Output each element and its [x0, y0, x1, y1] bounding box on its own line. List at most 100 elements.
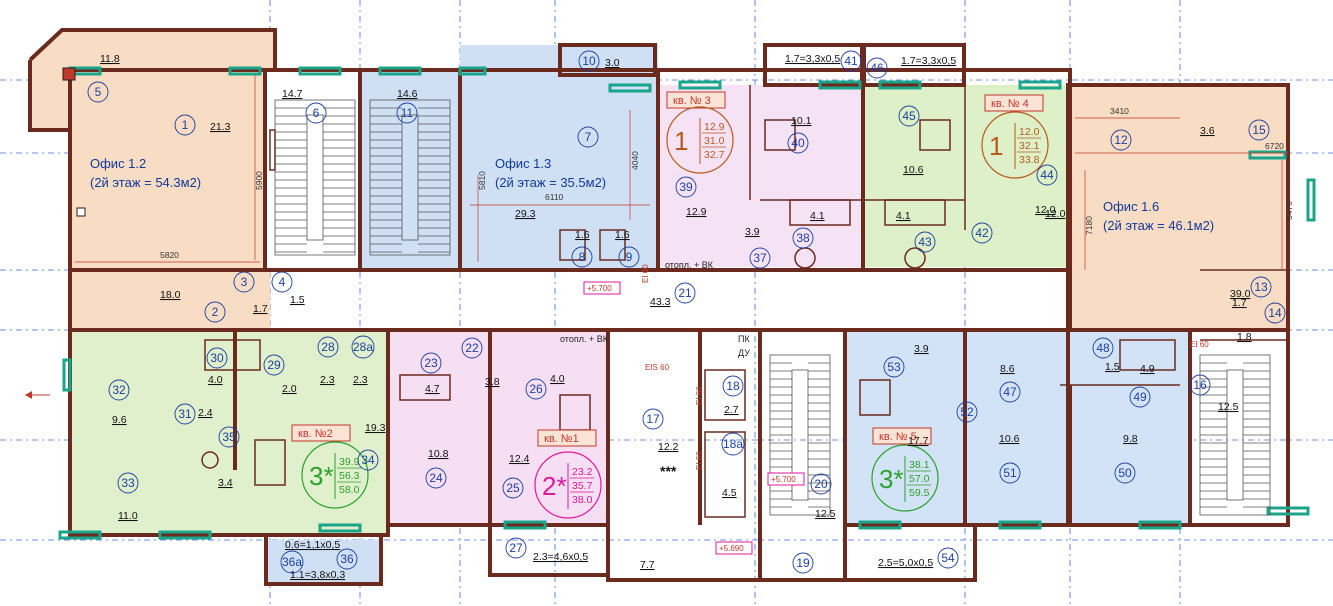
room-area: 2.3=4,6x0,5 [533, 551, 588, 563]
room-number-circle [722, 375, 744, 397]
apartment-badge [666, 106, 734, 174]
room-number-circle [108, 379, 130, 401]
office-labels: Офис 1.2 (2й этаж = 54.3м2) Офис 1.3 (2й… [90, 156, 1214, 233]
room-area: 18.0 [160, 289, 181, 301]
room-area: 3.9 [914, 343, 929, 355]
room-area: 39.0 [1230, 288, 1251, 300]
room-area: 12.9 [686, 206, 707, 218]
room-area: 2.5=5,0x0,5 [878, 557, 933, 569]
room-number-circle [1250, 276, 1272, 298]
room-number: 21 [678, 286, 692, 300]
room-number-circle [866, 57, 888, 79]
room-area: 4.7 [425, 383, 440, 395]
room-number-circle [461, 337, 483, 359]
fire-ref-5: EI 60 [1190, 340, 1209, 349]
office-1-3-title: Офис 1.3 [495, 156, 551, 171]
room-area: 11.8 [100, 53, 120, 65]
room-number: 6 [313, 106, 320, 120]
room-area: 29.3 [515, 208, 536, 220]
room-9: 91.6 [615, 229, 640, 268]
room-35: 353.4 [218, 426, 240, 489]
room-30: 304.0 [206, 347, 228, 386]
room-number-circle [787, 132, 809, 154]
room-area: 1.8 [1237, 331, 1252, 343]
apartment-area-3: 59.5 [909, 487, 930, 499]
room-number: 20 [814, 477, 828, 491]
stars-mark: *** [660, 463, 677, 479]
room-number: 48 [1096, 341, 1110, 355]
walls [28, 28, 1290, 586]
room-number-circle [674, 282, 696, 304]
room-37: 373.9 [745, 226, 771, 269]
room-number-circle [117, 472, 139, 494]
room-area: 3.6 [1200, 125, 1215, 137]
stair-flight-1 [274, 99, 356, 256]
room-number: 49 [1133, 390, 1147, 404]
room-54: 542.5=5,0x0,5 [878, 547, 959, 569]
apartment-rooms: 1 [674, 126, 688, 156]
room-number-circle [87, 81, 109, 103]
room-number: 7 [585, 130, 592, 144]
room-number-circle [233, 271, 255, 293]
dim-5900: 5900 [254, 171, 264, 190]
room-area: 1.1=3,8x0,3 [290, 569, 345, 581]
room-3: 31.7 [233, 271, 268, 315]
room-2: 218.0 [160, 289, 226, 323]
room-number-circle [971, 222, 993, 244]
room-area: 12.2 [658, 441, 679, 453]
room-number: 18a [723, 437, 743, 451]
apartment-area-1: 12.9 [704, 121, 725, 133]
room-area: 4.0 [550, 373, 565, 385]
room-number-circle [618, 246, 640, 268]
apartment-label-box [872, 427, 932, 445]
room-53: 533.9 [883, 343, 929, 378]
office-1-3-subtitle: (2й этаж = 35.5м2) [495, 175, 606, 190]
level-mark-3: +5.690 [719, 544, 744, 553]
dim-3410: 3410 [1110, 106, 1129, 116]
room-number-circle [675, 176, 697, 198]
apartment-rooms: 3* [309, 461, 334, 491]
room-number-circle [999, 381, 1021, 403]
room-7: 729.3 [515, 126, 599, 220]
apartment-area-1: 23.2 [572, 466, 593, 478]
room-area: 10.6 [999, 433, 1020, 445]
room-number: 10 [582, 54, 596, 68]
riser-pk: ПК [738, 334, 750, 344]
room-number-circle [792, 552, 814, 574]
exit-arrow-icon [25, 391, 50, 399]
office-1-6-title: Офис 1.6 [1103, 199, 1159, 214]
room-26: 264.0 [525, 373, 565, 400]
apartment-area-1: 39.9 [339, 456, 360, 468]
room-number: 11 [401, 106, 414, 120]
riser-du: ДУ [738, 348, 750, 358]
room-number-circle [420, 352, 442, 374]
room-number: 16 [1193, 378, 1207, 392]
room-number: 42 [975, 226, 989, 240]
room-number: 32 [112, 383, 126, 397]
notes: EI 60 EI 60 EI 60 EIS 60 EI 60 отопл. + … [560, 260, 1209, 479]
room-47: 478.6 [999, 363, 1021, 403]
apartment-badge [534, 451, 602, 519]
level-mark-1: +5.700 [587, 284, 612, 293]
room-number-circle [502, 477, 524, 499]
room-area: 7.7 [640, 559, 655, 571]
stairs [274, 99, 1271, 516]
room-number: 18 [726, 379, 740, 393]
room-number: 41 [844, 54, 858, 68]
fire-ref-3: EI 60 [641, 264, 650, 283]
room-number: 1 [182, 118, 189, 132]
